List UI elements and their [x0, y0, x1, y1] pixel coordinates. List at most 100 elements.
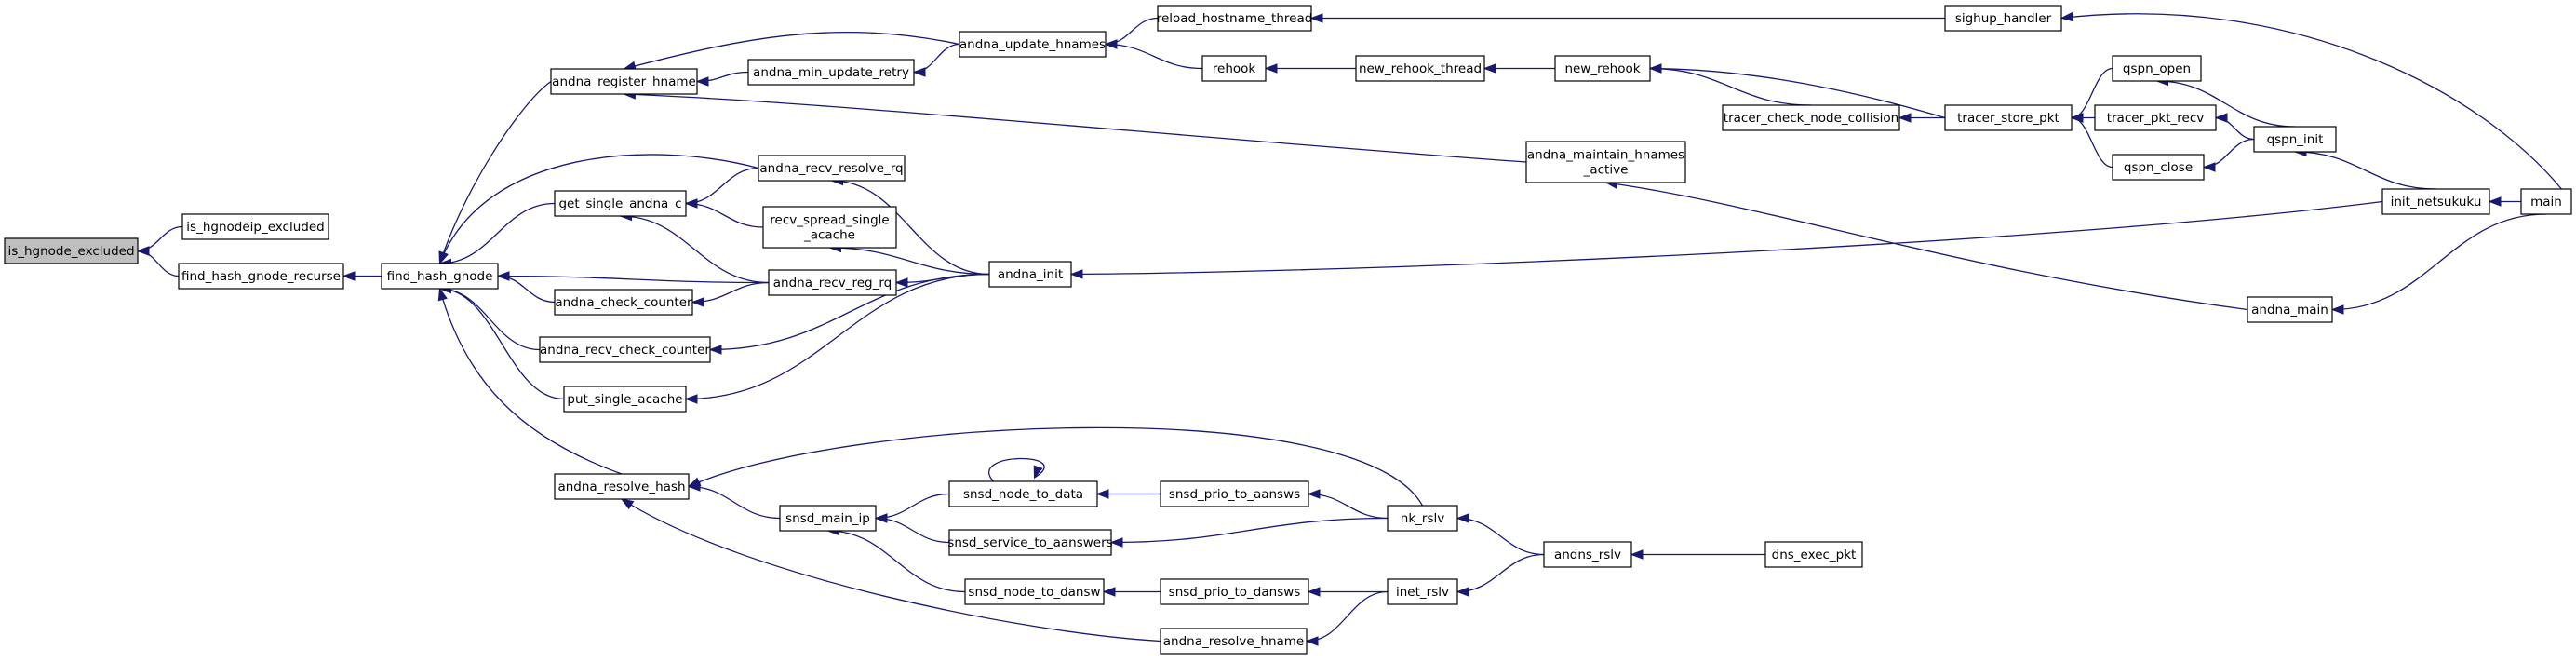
arrowhead-icon	[2488, 196, 2502, 207]
node-box	[1944, 5, 2062, 32]
node-box	[948, 480, 1098, 507]
edge-snsd_node_to_dansw-to-snsd_main_ip	[826, 525, 966, 593]
node-tracer_store_pkt[interactable]: tracer_store_pkt	[1944, 104, 2073, 131]
node-new_rehook[interactable]: new_rehook	[1554, 55, 1651, 82]
node-box	[1543, 541, 1632, 568]
node-snsd_node_to_data[interactable]: snsd_node_to_data	[948, 480, 1098, 507]
edge-inet_rslv-to-snsd_prio_to_dansws	[1307, 587, 1389, 597]
node-andna_recv_check_counter[interactable]: andna_recv_check_counter	[539, 336, 711, 363]
node-recv_spread_single_acache[interactable]: recv_spread_single_acache	[762, 206, 897, 249]
arrowhead-icon	[2070, 113, 2084, 123]
node-snsd_node_to_dansw[interactable]: snsd_node_to_dansw	[964, 578, 1105, 605]
edge-line	[624, 93, 1527, 163]
node-box	[2112, 154, 2205, 181]
node-is_hgnode_excluded[interactable]: is_hgnode_excluded	[4, 237, 139, 264]
node-box	[1387, 505, 1458, 532]
node-andna_register_hname[interactable]: andna_register_hname	[550, 68, 698, 95]
arrowhead-icon	[342, 271, 356, 281]
node-box	[1201, 55, 1267, 82]
arrowhead-icon	[1309, 13, 1323, 23]
node-box	[758, 155, 906, 182]
node-dns_exec_pkt[interactable]: dns_exec_pkt	[1764, 541, 1863, 568]
edge-snsd_main_ip-to-andna_resolve_hash	[687, 481, 781, 520]
node-andna_update_hnames[interactable]: andna_update_hnames	[959, 31, 1107, 58]
node-andna_recv_reg_rq[interactable]: andna_recv_reg_rq	[768, 269, 897, 296]
edge-qspn_init-to-tracer_pkt_recv	[2214, 113, 2255, 141]
node-label: put_single_acache	[567, 392, 682, 407]
node-tracer_pkt_recv[interactable]: tracer_pkt_recv	[2094, 104, 2217, 131]
edge-line	[2156, 80, 2296, 128]
node-box	[964, 578, 1105, 605]
edge-init_netsukuku-to-andna_init	[1069, 200, 2383, 279]
node-get_single_andna_c[interactable]: get_single_andna_c	[554, 190, 687, 217]
node-label: dns_exec_pkt	[1772, 548, 1857, 562]
node-snsd_prio_to_aanswers[interactable]: snsd_prio_to_aansws	[1160, 480, 1309, 507]
node-box	[1722, 104, 1900, 131]
node-label: andna_main	[2251, 303, 2328, 318]
node-inet_rslv[interactable]: inet_rslv	[1387, 578, 1458, 605]
node-snsd_prio_to_dansws[interactable]: snsd_prio_to_dansws	[1160, 578, 1309, 605]
node-snsd_main_ip[interactable]: snsd_main_ip	[779, 505, 877, 532]
arrowhead-icon	[894, 277, 908, 288]
node-label: new_rehook	[1564, 61, 1640, 76]
edge-line	[709, 273, 990, 351]
node-andna_min_update_retry[interactable]: andna_min_update_retry	[747, 59, 915, 86]
node-snsd_service_to_aanswers[interactable]: snsd_service_to_aanswers	[947, 529, 1113, 556]
node-box	[1355, 55, 1485, 82]
node-box	[2253, 126, 2337, 153]
node-label: is_hgnode_excluded	[7, 244, 134, 259]
edge-andna_init-to-andna_recv_reg_rq	[894, 273, 990, 288]
node-put_single_acache[interactable]: put_single_acache	[563, 386, 687, 413]
node-label: andna_recv_resolve_rq	[759, 161, 903, 176]
arrowhead-icon	[2214, 113, 2228, 123]
node-new_rehook_thread[interactable]: new_rehook_thread	[1355, 55, 1485, 82]
node-find_hash_gnode[interactable]: find_hash_gnode	[381, 263, 499, 290]
node-label: new_rehook_thread	[1359, 61, 1482, 76]
arrowhead-icon	[2202, 162, 2216, 172]
edge-line	[685, 273, 990, 400]
node-label: andns_rslv	[1554, 548, 1621, 562]
node-label: andna_maintain_hnames	[1527, 148, 1684, 163]
node-is_hgnodeip_excluded[interactable]: is_hgnodeip_excluded	[181, 213, 329, 240]
node-andna_init[interactable]: andna_init	[988, 261, 1072, 288]
node-andna_main[interactable]: andna_main	[2247, 296, 2333, 323]
node-sighup_handler[interactable]: sighup_handler	[1944, 5, 2062, 32]
node-andna_resolve_hname[interactable]: andna_resolve_hname	[1160, 628, 1308, 655]
node-main[interactable]: main	[2520, 188, 2572, 215]
node-label: andna_resolve_hash	[557, 480, 685, 494]
node-rehook[interactable]: rehook	[1201, 55, 1267, 82]
edge-line	[829, 247, 990, 276]
node-andna_maintain_hnames_active[interactable]: andna_maintain_hnames_active	[1525, 141, 1686, 183]
node-qspn_init[interactable]: qspn_init	[2253, 126, 2337, 153]
edge-line	[1605, 182, 2248, 311]
node-label: tracer_check_node_collision	[1724, 111, 1898, 126]
arrowhead-icon	[1264, 63, 1278, 74]
node-andna_recv_resolve_rq[interactable]: andna_recv_resolve_rq	[758, 155, 906, 182]
arrowhead-icon	[2059, 11, 2074, 22]
node-init_netsukuku[interactable]: init_netsukuku	[2381, 188, 2490, 215]
edge-find_hash_gnode-to-find_hash_gnode_recurse	[342, 271, 382, 281]
node-andna_resolve_hash[interactable]: andna_resolve_hash	[554, 473, 690, 500]
node-qspn_close[interactable]: qspn_close	[2112, 154, 2205, 181]
node-reload_hostname_thread[interactable]: reload_hostname_thread	[1157, 5, 1313, 32]
arrowhead-icon	[1109, 537, 1123, 548]
node-label: andna_check_counter	[555, 295, 692, 310]
edge-line	[688, 485, 781, 520]
edge-line	[438, 288, 623, 475]
node-andns_rslv[interactable]: andns_rslv	[1543, 541, 1632, 568]
node-find_hash_gnode_recurse[interactable]: find_hash_gnode_recurse	[178, 263, 344, 290]
node-box	[2112, 55, 2202, 82]
edge-line	[439, 288, 541, 351]
node-nk_rslv[interactable]: nk_rslv	[1387, 505, 1458, 532]
node-box	[762, 206, 897, 249]
node-box	[1387, 578, 1458, 605]
node-qspn_open[interactable]: qspn_open	[2112, 55, 2202, 82]
edge-andns_rslv-to-nk_rslv	[1456, 513, 1545, 556]
node-tracer_check_node_collision[interactable]: tracer_check_node_collision	[1722, 104, 1900, 131]
node-andna_check_counter[interactable]: andna_check_counter	[554, 289, 693, 316]
edge-nk_rslv-to-andna_resolve_hash	[687, 426, 1424, 507]
edge-nk_rslv-to-snsd_prio_to_aanswers	[1307, 489, 1389, 520]
node-box	[1160, 628, 1308, 655]
arrowhead-icon	[1648, 63, 1662, 74]
edge-nk_rslv-to-snsd_service_to_aanswers	[1109, 517, 1389, 548]
